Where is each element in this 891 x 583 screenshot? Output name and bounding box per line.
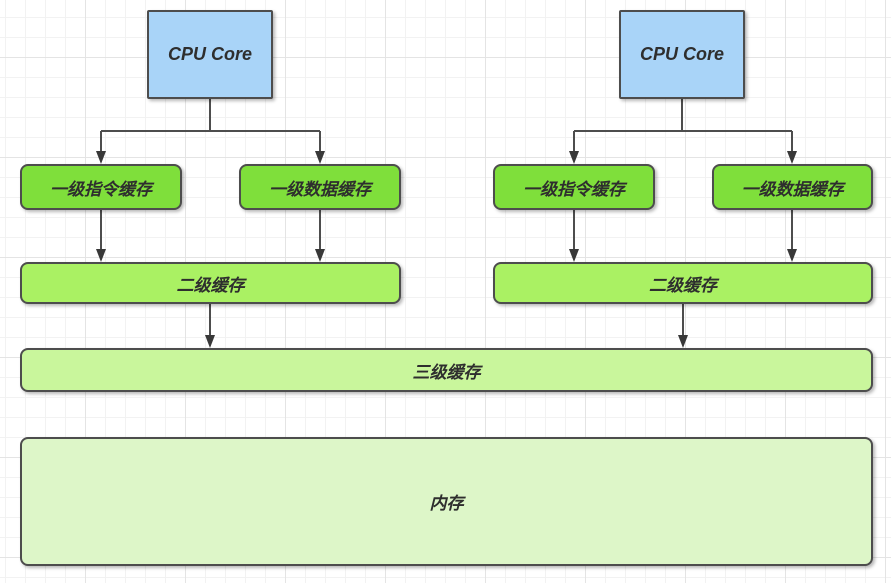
node-l1-data-cache-left[interactable]: 一级数据缓存 [239, 164, 401, 210]
node-label: CPU Core [167, 44, 252, 64]
node-label: 二级缓存 [176, 275, 245, 295]
connector-l1d-left-to-l2-left [315, 210, 325, 262]
node-memory[interactable]: 内存 [20, 437, 873, 566]
node-l1-instruction-cache-left[interactable]: 一级指令缓存 [20, 164, 182, 210]
node-label: 一级指令缓存 [50, 179, 152, 199]
node-label: 二级缓存 [649, 275, 717, 295]
node-label: 一级数据缓存 [269, 179, 371, 199]
node-l2-cache-left[interactable]: 二级缓存 [20, 262, 401, 304]
connector-l1i-right-to-l2-right [569, 210, 579, 262]
connector-l2-right-to-l3 [678, 304, 688, 348]
node-label: 内存 [429, 494, 464, 513]
node-l3-cache[interactable]: 三级缓存 [20, 348, 873, 392]
node-l2-cache-right[interactable]: 二级缓存 [493, 262, 873, 304]
connector-l2-left-to-l3 [205, 304, 215, 348]
node-label: 一级数据缓存 [741, 179, 844, 199]
connector-l1i-left-to-l2-left [96, 210, 106, 262]
node-label: CPU Core [639, 44, 724, 64]
connector-l1d-right-to-l2-right [787, 210, 797, 262]
connector-cpu-right-to-l1-caches [569, 99, 797, 164]
node-label: 一级指令缓存 [523, 179, 625, 199]
node-label: 三级缓存 [412, 362, 481, 382]
node-l1-data-cache-right[interactable]: 一级数据缓存 [712, 164, 873, 210]
node-cpu-core-right[interactable]: CPU Core [619, 10, 745, 99]
node-l1-instruction-cache-right[interactable]: 一级指令缓存 [493, 164, 655, 210]
connector-cpu-left-to-l1-caches [96, 99, 325, 164]
node-cpu-core-left[interactable]: CPU Core [147, 10, 273, 99]
